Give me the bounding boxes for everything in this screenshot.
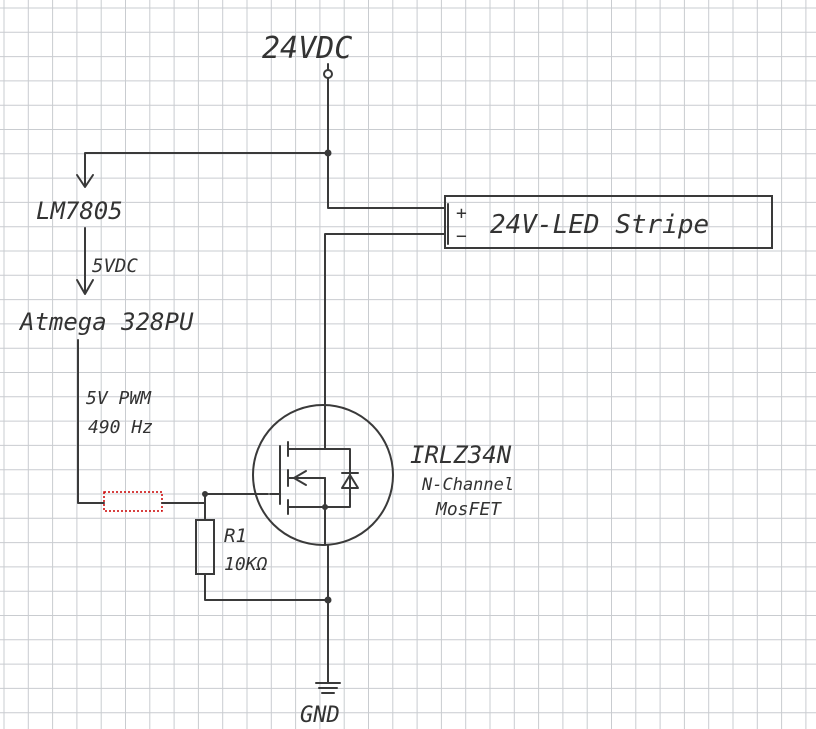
regulator-feed-wire bbox=[84, 152, 329, 186]
mosfet-body-diode bbox=[341, 472, 359, 489]
mosfet-part-label: IRLZ34N bbox=[410, 441, 512, 469]
drain-wire bbox=[324, 233, 446, 445]
gate-series-marker bbox=[103, 491, 163, 512]
led-strip-body bbox=[444, 195, 773, 249]
mosfet-arrow bbox=[293, 470, 307, 486]
mosfet-body-circle bbox=[252, 404, 394, 546]
resistor-value: 10KΩ bbox=[224, 554, 268, 575]
resistor-bottom-wire bbox=[204, 573, 329, 601]
five-volt-arrow bbox=[76, 279, 94, 295]
mosfet-body-diode-leads bbox=[324, 448, 351, 508]
pwm-label-line2: 490 Hz bbox=[88, 417, 153, 438]
ground-symbol bbox=[315, 682, 341, 694]
supply-wire bbox=[327, 77, 446, 209]
led-strip-plus: + bbox=[456, 203, 467, 224]
resistor-name: R1 bbox=[224, 525, 247, 547]
microcontroller-label: Atmega 328PU bbox=[18, 308, 194, 336]
mosfet-type-label: N-Channel bbox=[421, 475, 514, 495]
supply-label: 24VDC bbox=[262, 31, 352, 66]
regulator-output-label: 5VDC bbox=[92, 255, 138, 277]
led-strip-minus: − bbox=[456, 226, 467, 247]
mosfet-family-label: MosFET bbox=[435, 499, 502, 520]
led-strip-label: 24V-LED Stripe bbox=[490, 210, 709, 240]
regulator-feed-arrow bbox=[76, 174, 94, 188]
ground-label: GND bbox=[300, 703, 340, 728]
junction-dot-ground bbox=[324, 596, 332, 604]
regulator-label: LM7805 bbox=[36, 197, 123, 225]
pwm-label-line1: 5V PWM bbox=[86, 388, 152, 409]
pwm-wire bbox=[77, 339, 105, 504]
mosfet-symbol bbox=[252, 404, 394, 546]
